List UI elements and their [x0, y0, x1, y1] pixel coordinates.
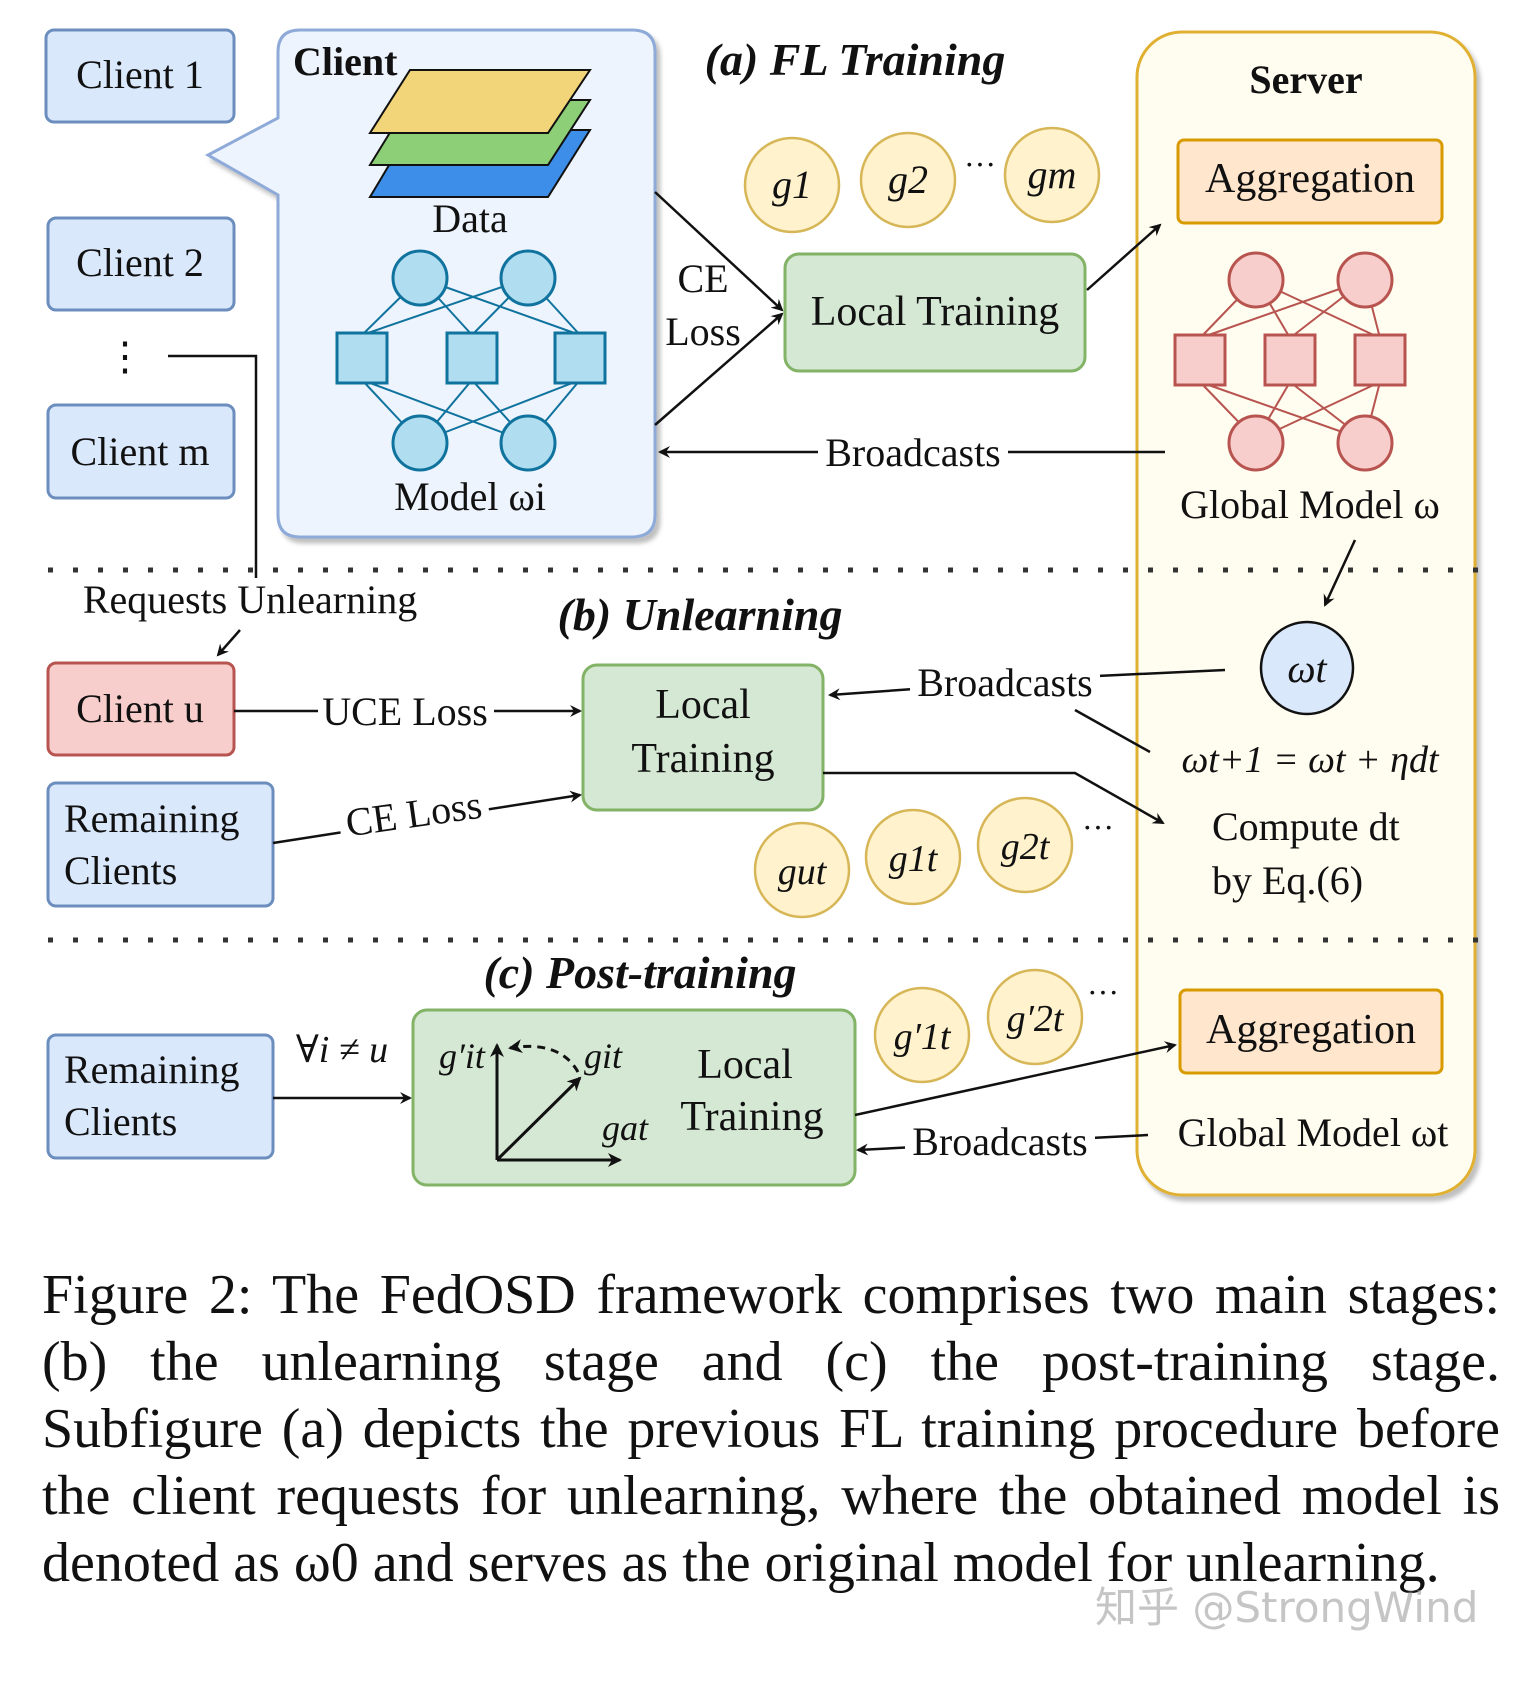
ce-loss-a-line1: CE: [677, 256, 728, 301]
client-m-box: [46, 403, 236, 500]
remaining-clients-b-box: [46, 781, 275, 908]
uce-label-bg: [318, 690, 494, 734]
local-training-c-box: [411, 1008, 857, 1187]
omega-t-node: [1259, 620, 1355, 716]
local-training-b-line2: Training: [631, 736, 774, 782]
gradients-c: [873, 968, 1084, 1084]
arrow-local-to-compute: [823, 771, 1165, 825]
request-connector: [168, 354, 258, 578]
uce-loss-label: UCE Loss: [322, 689, 488, 734]
fedosd-diagram: Server Aggregation Global Model ω ωt ωt+…: [44, 28, 1480, 1197]
stage-b-title: (b) Unlearning: [558, 589, 843, 640]
client-m-label: Client m: [71, 429, 210, 474]
gradient-dots-b: ···: [1082, 809, 1114, 845]
arrow-local-to-aggregation-c: [854, 1041, 1177, 1117]
broadcast-a-label: Broadcasts: [825, 430, 1001, 475]
compute-line1: Compute dt: [1212, 804, 1400, 849]
compute-line2: by Eq.(6): [1212, 858, 1363, 903]
gradient-dots-a: ···: [964, 146, 996, 182]
arrow-client-to-local-a2: [654, 312, 784, 426]
broadcast-b-label: Broadcasts: [917, 660, 1093, 705]
gradient-g1t: g1t: [889, 838, 939, 880]
omega-t-label: ωt: [1287, 646, 1327, 691]
watermark: 知乎 @StrongWind: [1095, 1583, 1479, 1632]
ce-loss-b-bg: [336, 782, 491, 846]
remaining-c-line2: Clients: [64, 1099, 177, 1144]
gradient-g1: g1: [772, 162, 812, 207]
gi-label: git: [584, 1036, 623, 1076]
local-training-a-label: Local Training: [811, 289, 1060, 335]
local-training-b-box: [581, 663, 825, 812]
global-model-nodes: [1173, 251, 1407, 472]
client-model-network-icon: [361, 277, 581, 443]
global-model-label: Global Model ω: [1180, 482, 1440, 527]
gradient-g2t-prime: g′2t: [1007, 998, 1065, 1040]
aggregation-top-box: [1176, 138, 1444, 225]
broadcast-a-label-bg: [818, 428, 1008, 472]
data-layers-icon: [368, 69, 592, 198]
arrow-request-to-client-u: [216, 629, 241, 657]
requests-unlearning-label: Requests Unlearning: [83, 577, 417, 622]
local-training-c-line2: Training: [680, 1094, 823, 1140]
client-1-box: [44, 28, 236, 124]
server-panel: [1135, 30, 1477, 1197]
remaining-c-line1: Remaining: [64, 1047, 240, 1092]
gradient-g2t: g2t: [1001, 826, 1051, 868]
model-label: Model ωi: [394, 474, 546, 519]
gradient-gut: gut: [778, 851, 828, 893]
gradients-b: [753, 796, 1074, 919]
client-2-box: [46, 216, 236, 312]
clients-ellipsis: ⋮: [105, 334, 145, 379]
gradient-g2: g2: [888, 157, 928, 202]
ga-label: gat: [602, 1108, 649, 1148]
server-title: Server: [1249, 57, 1362, 102]
arrow-client-to-local-a1: [654, 191, 784, 312]
data-label: Data: [432, 196, 508, 241]
gradient-dots-c: ···: [1087, 974, 1119, 1010]
gradient-gm: gm: [1028, 152, 1077, 197]
aggregation-bottom-box: [1178, 988, 1444, 1075]
gi-prime-label: g′it: [439, 1036, 486, 1076]
aggregation-bottom-label: Aggregation: [1206, 1007, 1416, 1053]
broadcast-c-bg: [905, 1120, 1095, 1164]
update-rule: ωt+1 = ωt + ηdt: [1181, 739, 1440, 781]
broadcast-c-label: Broadcasts: [912, 1119, 1088, 1164]
arrow-local-to-aggregation-a: [1086, 223, 1162, 291]
aggregation-top-label: Aggregation: [1205, 156, 1415, 202]
client-u-box: [46, 661, 236, 757]
broadcast-b-bg: [910, 660, 1100, 704]
client-model-nodes: [335, 249, 607, 472]
ce-loss-b-label: CE Loss: [343, 782, 485, 846]
local-training-a-box: [783, 252, 1087, 373]
local-training-b-line1: Local: [655, 682, 751, 728]
client-u-label: Client u: [76, 686, 204, 731]
local-training-c-line1: Local: [697, 1042, 793, 1088]
remaining-b-line1: Remaining: [64, 796, 240, 841]
stage-a-title: (a) FL Training: [705, 34, 1006, 85]
requests-label-bg: [68, 578, 430, 624]
projection-vectors-icon: [490, 1039, 622, 1167]
global-model-t-label: Global Model ωt: [1178, 1110, 1449, 1155]
stage-c-title: (c) Post-training: [483, 947, 796, 998]
client-1-label: Client 1: [76, 52, 204, 97]
ce-loss-a-line2: Loss: [665, 309, 741, 354]
gradients-a: [743, 126, 1101, 234]
global-to-omega-arrow: [1323, 539, 1357, 607]
gradient-g1t-prime: g′1t: [894, 1016, 952, 1058]
figure-caption: Figure 2: The FedOSD framework comprises…: [42, 1264, 1500, 1594]
forall-label: ∀i ≠ u: [296, 1029, 388, 1071]
remaining-b-line2: Clients: [64, 848, 177, 893]
remaining-clients-c-box: [46, 1033, 275, 1160]
client-callout-title: Client: [293, 39, 398, 84]
broadcast-to-update-line: [1074, 708, 1151, 754]
client-2-label: Client 2: [76, 240, 204, 285]
